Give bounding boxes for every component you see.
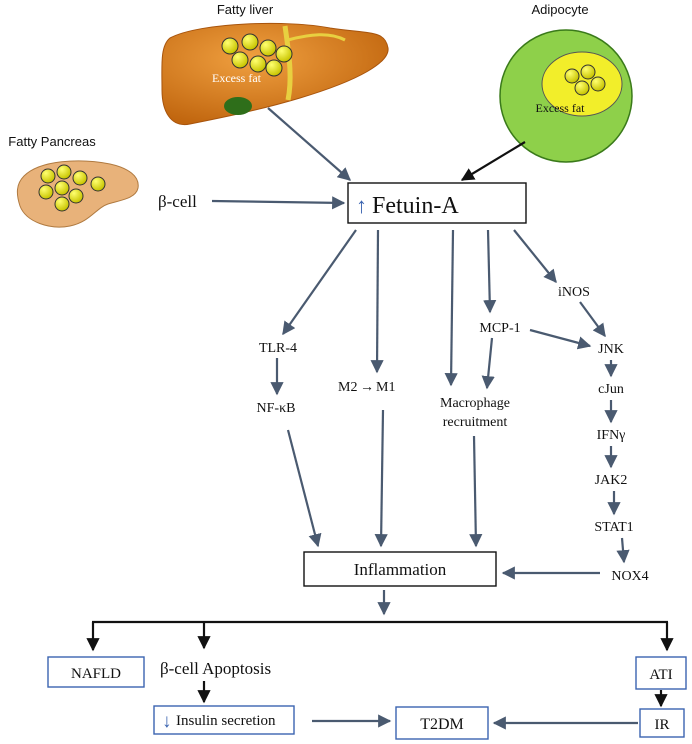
arrow-m1-to-inflammation xyxy=(374,409,388,548)
inflammation-box xyxy=(303,551,497,587)
pancreas-icon xyxy=(16,160,139,228)
arrow-adipocyte-to-fetuin xyxy=(460,141,526,181)
beta-apoptosis-label: β-cell Apoptosis xyxy=(160,659,271,678)
arrow-mcp1-to-macrophage xyxy=(481,337,495,390)
ati-box xyxy=(635,656,687,690)
fetuin-a-label: Fetuin-A xyxy=(372,193,459,219)
arrow-fetuin-to-tlr4 xyxy=(282,229,357,336)
adipocyte-icon: Excess fat xyxy=(499,29,633,163)
liver-fat-droplets xyxy=(221,33,293,77)
fatty-pancreas-label: Fatty Pancreas xyxy=(8,134,96,149)
beta-cell-label: β-cell xyxy=(158,192,197,211)
inflammation-label: Inflammation xyxy=(354,560,447,579)
arrow-fetuin-to-m2m1 xyxy=(370,229,384,374)
fetuin-a-box xyxy=(347,182,527,224)
t2dm-box xyxy=(395,706,489,740)
arrow-fetuin-to-mcp1 xyxy=(483,229,497,314)
stat1-label: STAT1 xyxy=(594,520,633,535)
ati-label: ATI xyxy=(649,667,672,683)
nox4-label: NOX4 xyxy=(611,569,648,584)
arrow-nfkb-to-inflammation xyxy=(286,429,322,548)
mcp1-label: MCP-1 xyxy=(479,321,520,336)
arrow-beta-cell-to-fetuin xyxy=(211,196,346,210)
liver-icon: Excess fat xyxy=(161,22,389,126)
liver-excess-fat-text: Excess fat xyxy=(212,71,262,85)
arrow-inos-to-jnk xyxy=(579,301,606,338)
m2-to-m1-arrow: → xyxy=(360,380,374,395)
arrow-liver-to-fetuin xyxy=(267,107,351,181)
jnk-label: JNK xyxy=(598,342,624,357)
arrow-macrophage-to-inflammation xyxy=(469,435,483,548)
inos-label: iNOS xyxy=(558,285,590,300)
nafld-box xyxy=(47,656,145,688)
adipocyte-label: Adipocyte xyxy=(531,2,588,17)
arrow-fetuin-to-macrophage xyxy=(444,229,458,387)
macrophage-label-line1: Macrophage xyxy=(440,396,510,411)
jak2-label: JAK2 xyxy=(595,473,628,488)
cjun-label: cJun xyxy=(598,382,624,397)
insulin-box xyxy=(153,705,295,735)
m1-label: M1 xyxy=(376,380,395,395)
insulin-label: Insulin secretion xyxy=(176,713,276,729)
tlr4-label: TLR-4 xyxy=(259,341,297,356)
fetuin-up-arrow: ↑ xyxy=(356,193,367,218)
nafld-label: NAFLD xyxy=(71,666,121,682)
arrow-mcp1-to-jnk xyxy=(529,328,592,350)
ifng-label: IFNγ xyxy=(597,428,626,443)
ir-box xyxy=(639,708,685,738)
adipocyte-excess-fat-text: Excess fat xyxy=(536,101,586,115)
t2dm-label: T2DM xyxy=(420,716,464,733)
ir-label: IR xyxy=(655,717,670,733)
m2-label: M2 xyxy=(338,380,357,395)
macrophage-label-line2: recruitment xyxy=(443,415,508,430)
fatty-liver-label: Fatty liver xyxy=(217,2,274,17)
arrow-fetuin-to-inos xyxy=(513,229,557,284)
insulin-down-arrow: ↓ xyxy=(162,711,172,732)
nfkb-label: NF-κB xyxy=(257,401,296,416)
arrow-stat1-to-nox4 xyxy=(616,537,630,564)
